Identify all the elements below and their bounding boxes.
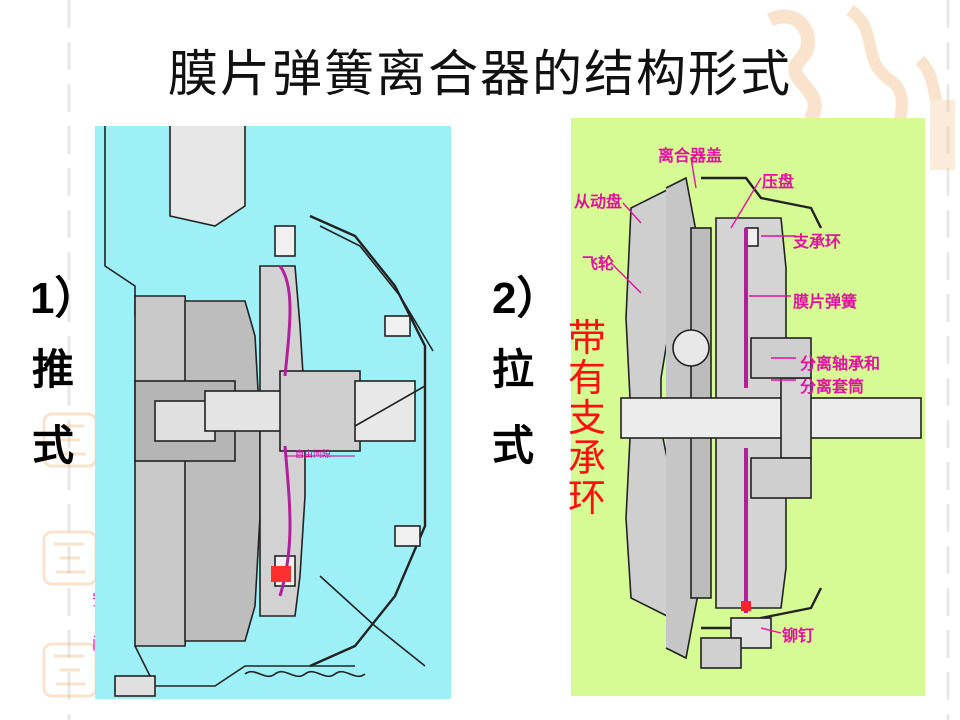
- left-dashed-border: [67, 0, 71, 720]
- push-type-char-1: 推: [32, 345, 75, 394]
- label-support-ring: 支承环: [793, 232, 842, 251]
- pull-type-char-1: 拉: [492, 345, 535, 394]
- page-title: 膜片弹簧离合器的结构形式: [168, 45, 792, 103]
- free-gap-label: 自由间隙: [295, 450, 332, 460]
- support-ring-note-char: 带: [568, 316, 607, 360]
- label-pressure-plate: 压盘: [762, 172, 795, 191]
- label-clutch-cover: 离合器盖: [658, 146, 723, 165]
- push-type-clutch-diagram: 自由间隙: [95, 126, 451, 699]
- pull-type-cross-section: [610, 157, 922, 669]
- push-type-cross-section: [104, 126, 434, 697]
- watermark-seal-3: [42, 642, 98, 698]
- watermark-seal-2: [42, 530, 98, 586]
- support-ring-note-char: 环: [568, 476, 607, 520]
- label-flywheel: 飞轮: [582, 254, 615, 273]
- label-diaphragm-spring: 膜片弹簧: [793, 292, 858, 311]
- pull-type-clutch-diagram: [571, 118, 925, 696]
- support-ring-note-char: 支: [568, 396, 607, 440]
- support-ring-note: 带 有 支 承 环: [568, 318, 612, 518]
- support-ring-note-char: 有: [568, 356, 607, 400]
- pull-type-char-2: 式: [492, 421, 535, 470]
- support-ring-note-char: 承: [568, 436, 607, 480]
- pull-type-number: 2）: [492, 274, 561, 323]
- push-type-char-2: 式: [32, 421, 75, 470]
- label-driven-disc: 从动盘: [574, 192, 623, 211]
- label-rivet: 铆钉: [782, 626, 815, 645]
- label-release-bearing-1: 分离轴承和: [800, 354, 881, 373]
- push-type-number: 1）: [30, 274, 99, 323]
- right-dashed-border: [946, 0, 950, 720]
- label-release-bearing-2: 分离套筒: [800, 377, 865, 396]
